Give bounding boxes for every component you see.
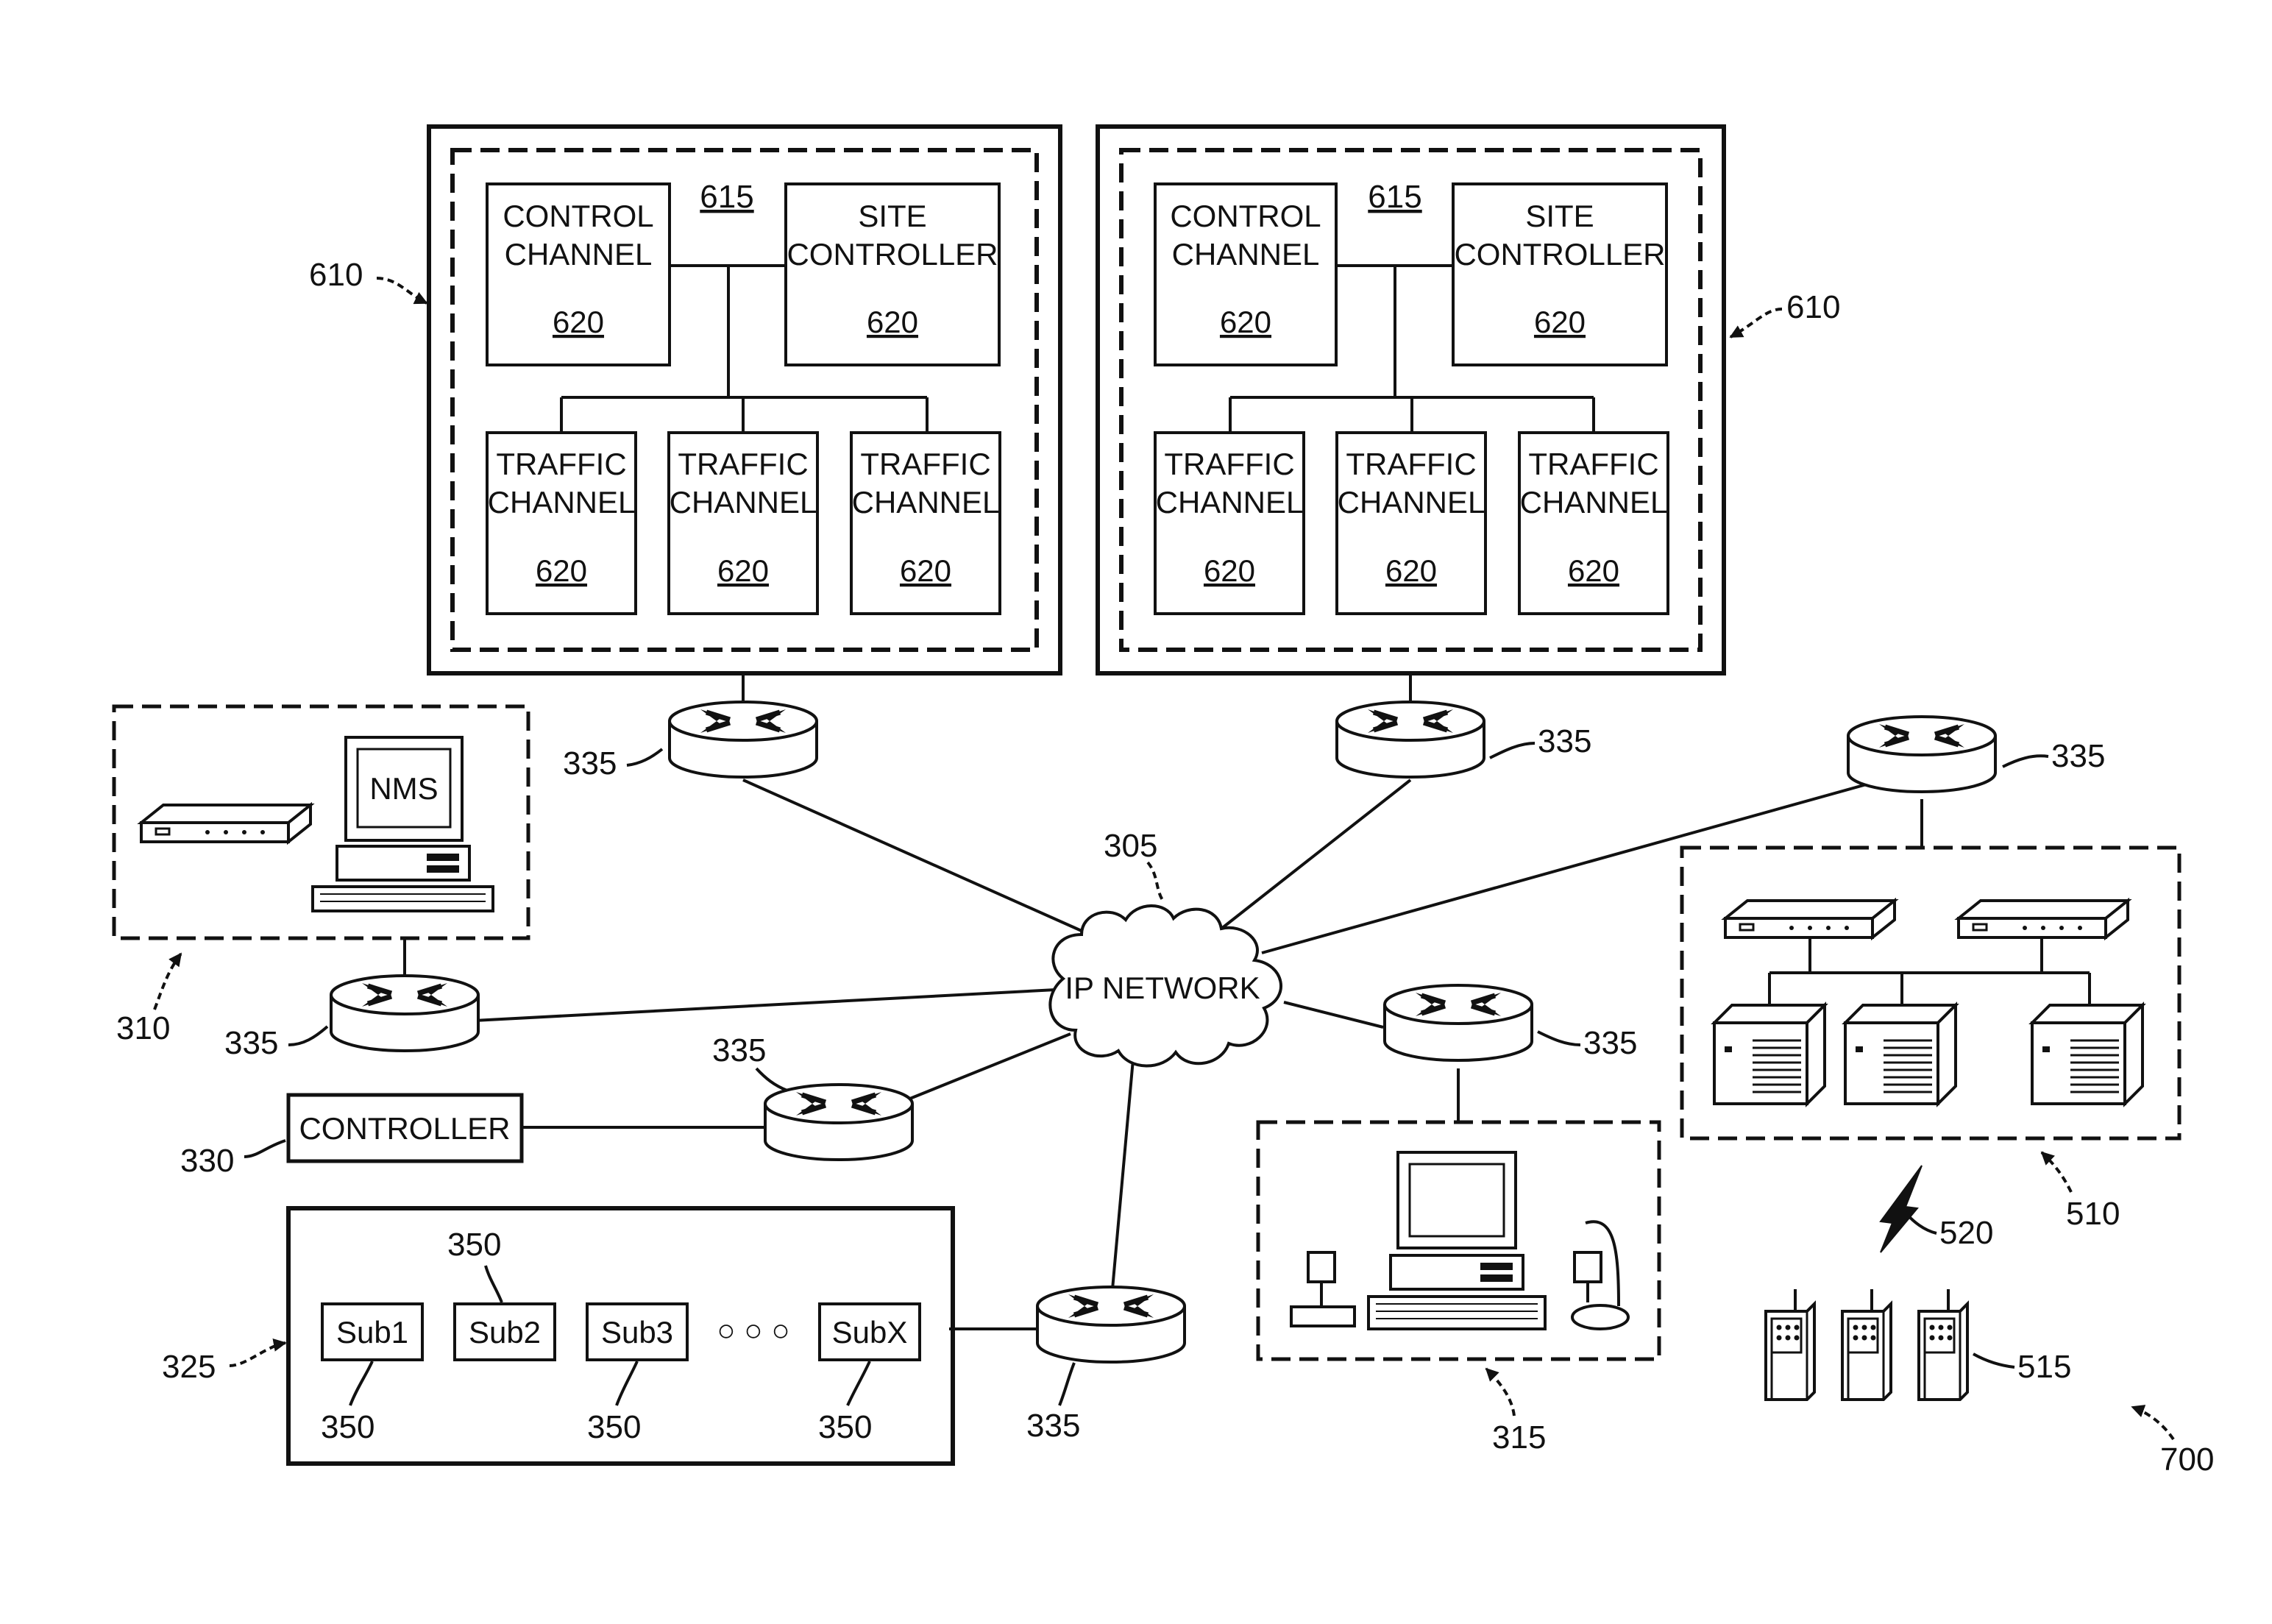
- traffic-channel-label-2: CHANNEL: [1156, 485, 1304, 520]
- ip-network-label: IP NETWORK: [1065, 971, 1260, 1005]
- handset-icon: [1842, 1289, 1891, 1400]
- traffic-channel-ref: 620: [1568, 553, 1619, 588]
- subscriber-ref: 350: [587, 1409, 641, 1445]
- computer-icon: [313, 737, 493, 911]
- handsets-ref: 515: [2017, 1349, 2071, 1385]
- rack-unit-icon: [1725, 901, 1895, 937]
- router-icon: [670, 702, 817, 777]
- site-controller-label-2: CONTROLLER: [787, 237, 998, 272]
- site-controller-label-2: CONTROLLER: [1454, 237, 1665, 272]
- handset-icon: [1766, 1289, 1814, 1400]
- subscriber-ref: 350: [321, 1409, 374, 1445]
- site-inner-ref: 615: [1368, 179, 1421, 215]
- site-controller-label-1: SITE: [1525, 199, 1594, 233]
- rack-unit-icon: [1959, 901, 2128, 937]
- control-channel-label-2: CHANNEL: [1172, 237, 1320, 272]
- router-icon: [1385, 985, 1532, 1060]
- controller-label: CONTROLLER: [299, 1111, 510, 1146]
- router-icon: [1848, 717, 1995, 792]
- site-right-ref: 610: [1786, 289, 1840, 325]
- router-ref: 335: [1583, 1025, 1637, 1061]
- nms-site: NMS: [114, 706, 528, 938]
- site-left-ref: 610: [309, 257, 363, 293]
- control-channel-label-2: CHANNEL: [505, 237, 653, 272]
- rack-unit-icon: [141, 805, 310, 842]
- server-icon: [2032, 1005, 2143, 1104]
- base-site: [1682, 848, 2179, 1138]
- subscriber-ref: 350: [447, 1227, 501, 1263]
- subscriber-label: Sub3: [601, 1315, 673, 1350]
- traffic-channel-ref: 620: [1204, 553, 1255, 588]
- site-right: CONTROL CHANNEL 620 SITE CONTROLLER 620 …: [1098, 127, 1724, 710]
- traffic-channel-label-2: CHANNEL: [670, 485, 817, 520]
- subscriber-label: SubX: [832, 1315, 908, 1350]
- traffic-channel-label-2: CHANNEL: [488, 485, 636, 520]
- control-channel-label-1: CONTROL: [1170, 199, 1321, 233]
- handset-icon: [1919, 1289, 1967, 1400]
- microphone-icon: [1572, 1221, 1628, 1329]
- subscriber-label: Sub2: [469, 1315, 541, 1350]
- lightning-icon: [1881, 1166, 1922, 1252]
- traffic-channel-ref: 620: [1385, 553, 1437, 588]
- figure-ref: 700: [2160, 1442, 2214, 1478]
- controller-ref: 330: [180, 1143, 234, 1179]
- traffic-channel-label-2: CHANNEL: [852, 485, 1000, 520]
- router-ref: 335: [712, 1032, 766, 1068]
- site-controller-ref: 620: [867, 305, 918, 339]
- ip-network-ref: 305: [1104, 828, 1157, 864]
- subscriber-group-ref: 325: [162, 1349, 216, 1385]
- router-ref: 335: [224, 1025, 278, 1061]
- site-controller-label-1: SITE: [858, 199, 926, 233]
- router-ref: 335: [1026, 1408, 1080, 1444]
- traffic-channel-label-1: TRAFFIC: [1528, 447, 1658, 481]
- computer-icon: [1368, 1152, 1545, 1329]
- wireless-link-ref: 520: [1939, 1215, 1993, 1251]
- dispatch-site-ref: 315: [1492, 1419, 1546, 1455]
- site-inner-ref: 615: [700, 179, 753, 215]
- subscriber-ref: 350: [818, 1409, 872, 1445]
- subscriber-ellipsis: ○ ○ ○: [717, 1313, 789, 1347]
- traffic-channel-label-1: TRAFFIC: [1346, 447, 1476, 481]
- nms-label: NMS: [369, 771, 438, 806]
- control-channel-ref: 620: [1220, 305, 1271, 339]
- nms-site-ref: 310: [116, 1010, 170, 1046]
- router-icon: [331, 976, 478, 1051]
- control-channel-ref: 620: [553, 305, 604, 339]
- base-site-ref: 510: [2066, 1196, 2120, 1232]
- traffic-channel-label-1: TRAFFIC: [860, 447, 990, 481]
- subscriber-group: Sub1 Sub2 Sub3 SubX ○ ○ ○ 350 350 350 35…: [288, 1208, 953, 1464]
- traffic-channel-label-2: CHANNEL: [1520, 485, 1668, 520]
- router-icon: [765, 1085, 912, 1160]
- router-ref: 335: [2051, 738, 2105, 774]
- site-controller-ref: 620: [1534, 305, 1586, 339]
- router-icon: [1337, 702, 1484, 777]
- server-icon: [1714, 1005, 1825, 1104]
- traffic-channel-ref: 620: [717, 553, 769, 588]
- control-channel-label-1: CONTROL: [503, 199, 653, 233]
- traffic-channel-label-2: CHANNEL: [1338, 485, 1485, 520]
- dispatch-site: [1258, 1122, 1659, 1359]
- traffic-channel-label-1: TRAFFIC: [678, 447, 808, 481]
- traffic-channel-ref: 620: [536, 553, 587, 588]
- router-ref: 335: [1538, 723, 1591, 759]
- ip-network-cloud: IP NETWORK: [1050, 906, 1281, 1066]
- traffic-channel-ref: 620: [900, 553, 951, 588]
- site-left: CONTROL CHANNEL 620 SITE CONTROLLER 620 …: [429, 127, 1060, 710]
- subscriber-label: Sub1: [336, 1315, 408, 1350]
- router-ref: 335: [563, 745, 617, 781]
- desk-phone-icon: [1291, 1252, 1355, 1326]
- traffic-channel-label-1: TRAFFIC: [1164, 447, 1294, 481]
- router-icon: [1037, 1287, 1185, 1362]
- server-icon: [1845, 1005, 1956, 1104]
- traffic-channel-label-1: TRAFFIC: [496, 447, 626, 481]
